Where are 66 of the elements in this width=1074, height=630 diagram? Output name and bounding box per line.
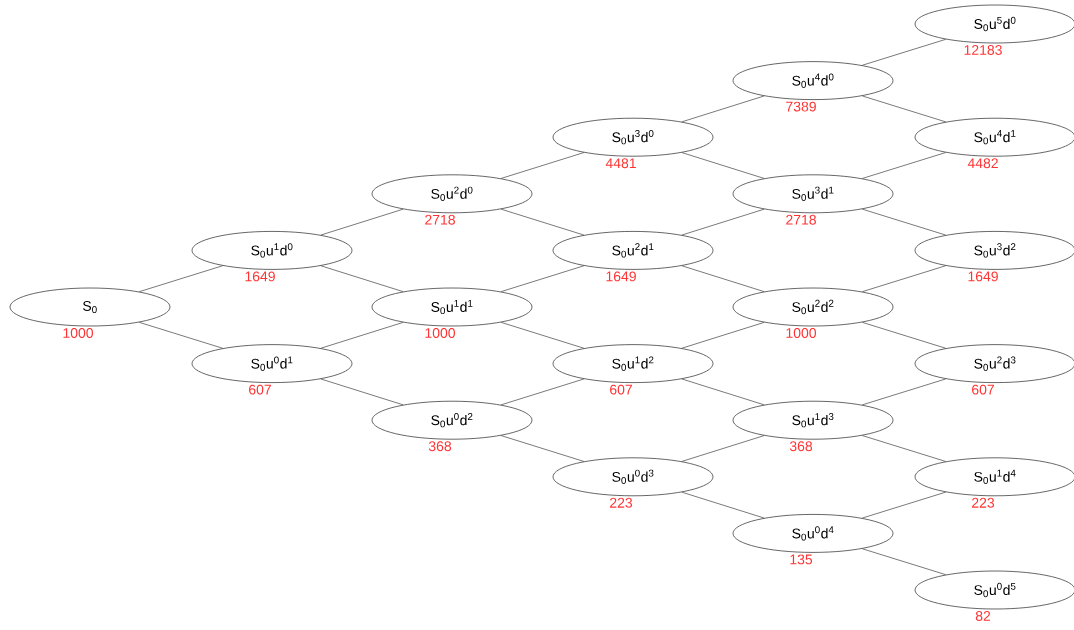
connector-line (681, 322, 765, 349)
ellipse-node: S$_{0}$u$^{1}$d$^{3}$ (732, 400, 894, 440)
ellipse-node: S$_{0}$u$^{3}$d$^{1}$ (732, 174, 894, 214)
connector-line (681, 491, 765, 519)
ellipse-node: S$_{0}$u$^{2}$d$^{1}$ (552, 231, 714, 270)
value-label: 1649 (606, 271, 636, 282)
value-label: 368 (428, 441, 452, 452)
connector-line (681, 265, 765, 292)
value-label: 4482 (967, 158, 998, 169)
connector-line (861, 435, 947, 462)
connector-line (681, 435, 765, 462)
ellipse-node: S$_{0}$u$^{0}$d$^{2}$ (371, 400, 533, 440)
connector-line (320, 208, 404, 236)
value-label: 607 (249, 384, 271, 395)
connector-line (500, 378, 585, 406)
connector-line (861, 321, 947, 349)
connector-line (861, 95, 947, 123)
value-label: 2718 (786, 214, 816, 225)
connector-line (861, 152, 947, 179)
ellipse-node: S$_{0}$u$^{2}$d$^{0}$ (371, 174, 533, 214)
connector-line (138, 265, 224, 293)
connector-line (681, 95, 765, 123)
value-label: 4481 (605, 158, 636, 169)
value-label: 7389 (786, 101, 816, 112)
ellipse-node: S$_{0}$ (9, 287, 171, 327)
value-label: 368 (789, 441, 813, 452)
value-label: 607 (972, 384, 994, 395)
value-label: 1000 (786, 328, 817, 338)
value-label: 1000 (63, 328, 94, 338)
connector-line (861, 208, 947, 236)
ellipse-node: S$_{0}$u$^{0}$d$^{4}$ (732, 514, 894, 553)
ellipse-node: S$_{0}$u$^{2}$d$^{2}$ (732, 287, 894, 327)
connector-line (681, 152, 765, 179)
connector-line (861, 39, 947, 66)
ellipse-node: S$_{0}$u$^{4}$d$^{0}$ (732, 61, 894, 100)
connector-line (500, 265, 585, 292)
connector-line (500, 322, 585, 349)
connector-line (861, 265, 947, 293)
value-label: 135 (790, 554, 813, 565)
value-label: 2718 (425, 214, 455, 225)
value-label: 607 (610, 384, 632, 395)
connector-line (861, 378, 947, 406)
value-label: 1000 (425, 328, 456, 338)
connector-line (861, 491, 947, 519)
value-label: 223 (610, 497, 633, 508)
connector-line (138, 321, 224, 349)
ellipse-node: S$_{0}$u$^{0}$d$^{1}$ (191, 344, 353, 383)
connector-line (500, 435, 585, 462)
connector-line (500, 208, 585, 236)
connector-line (861, 548, 947, 576)
value-label: 223 (972, 497, 995, 508)
value-label: 1649 (245, 271, 275, 282)
ellipse-node: S$_{0}$u$^{1}$d$^{0}$ (191, 231, 353, 270)
connector-line (320, 265, 404, 292)
connector-line (320, 322, 404, 349)
ellipse-node: S$_{0}$u$^{3}$d$^{0}$ (552, 117, 714, 157)
ellipse-node: S$_{0}$u$^{0}$d$^{3}$ (552, 457, 714, 497)
connector-line (320, 378, 404, 406)
ellipse-node: S$_{0}$u$^{1}$d$^{2}$ (552, 344, 714, 383)
ellipse-node: S$_{0}$u$^{1}$d$^{1}$ (371, 287, 533, 327)
connector-line (681, 208, 765, 236)
value-label: 12183 (964, 45, 1002, 55)
connector-line (681, 378, 765, 406)
value-label: 82 (975, 611, 991, 621)
value-label: 1649 (968, 271, 998, 282)
connector-line (500, 152, 585, 179)
